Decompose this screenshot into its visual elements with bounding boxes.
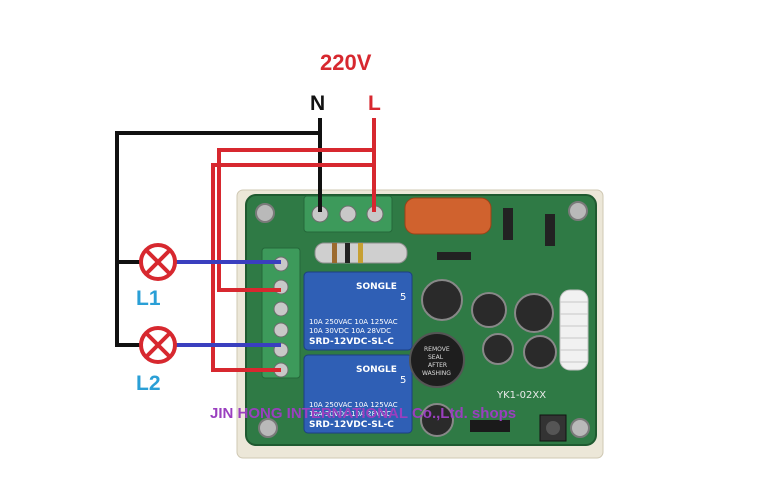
buzzer-line-2: SEAL bbox=[428, 354, 444, 361]
antenna-coil bbox=[559, 289, 589, 371]
terminal-screw bbox=[273, 301, 289, 317]
relay-1-rating-1: 10A 250VAC 10A 125VAC bbox=[309, 318, 398, 326]
load-2-label: L2 bbox=[136, 372, 161, 395]
relay-2-model: SRD-12VDC-SL-C bbox=[309, 420, 394, 430]
jumper-header bbox=[470, 420, 510, 432]
buzzer-line-1: REMOVE bbox=[424, 346, 450, 353]
relay-2-pin-mark: 5 bbox=[400, 375, 406, 386]
diode bbox=[503, 208, 513, 240]
x-capacitor bbox=[404, 197, 492, 235]
buzzer bbox=[409, 332, 465, 388]
relay-1-rating-2: 10A 30VDC 10A 28VDC bbox=[309, 327, 391, 335]
relay-2-rating-2: 10A 30VDC 10A 28VDC bbox=[309, 410, 391, 418]
buzzer-line-3: AFTER bbox=[428, 362, 447, 369]
relay-1-pin-mark: 5 bbox=[400, 292, 406, 303]
electrolytic-capacitors bbox=[420, 279, 557, 437]
board-model-marking: YK1-02XX bbox=[496, 390, 546, 401]
supply-voltage-label: 220V bbox=[320, 50, 372, 75]
neutral-label: N bbox=[310, 92, 325, 115]
diode bbox=[437, 252, 471, 260]
terminal-screw bbox=[339, 205, 357, 223]
live-label: L bbox=[368, 92, 381, 115]
mount-hole-tl bbox=[255, 203, 275, 223]
mount-hole-tr bbox=[568, 201, 588, 221]
lamp-1-icon bbox=[139, 243, 177, 281]
load-1-label: L1 bbox=[136, 287, 161, 310]
load-wire bbox=[175, 260, 281, 347]
relay-1 bbox=[303, 271, 413, 351]
relay-1-brand: SONGLE bbox=[356, 282, 397, 292]
relay-1-model: SRD-12VDC-SL-C bbox=[309, 337, 394, 347]
relay-2-rating-1: 10A 250VAC 10A 125VAC bbox=[309, 401, 398, 409]
live-wire bbox=[211, 118, 376, 372]
relay-2 bbox=[303, 354, 413, 434]
watermark: JIN HONG INTERNATIONAL Co.,Ltd. shops bbox=[210, 405, 516, 422]
lamp-2-icon bbox=[139, 326, 177, 364]
mount-hole-br bbox=[570, 418, 590, 438]
diode bbox=[545, 214, 555, 246]
terminal-screw bbox=[273, 322, 289, 338]
mount-hole-bl bbox=[258, 418, 278, 438]
relay-2-brand: SONGLE bbox=[356, 365, 397, 375]
buzzer-line-4: WASHING bbox=[422, 370, 451, 377]
